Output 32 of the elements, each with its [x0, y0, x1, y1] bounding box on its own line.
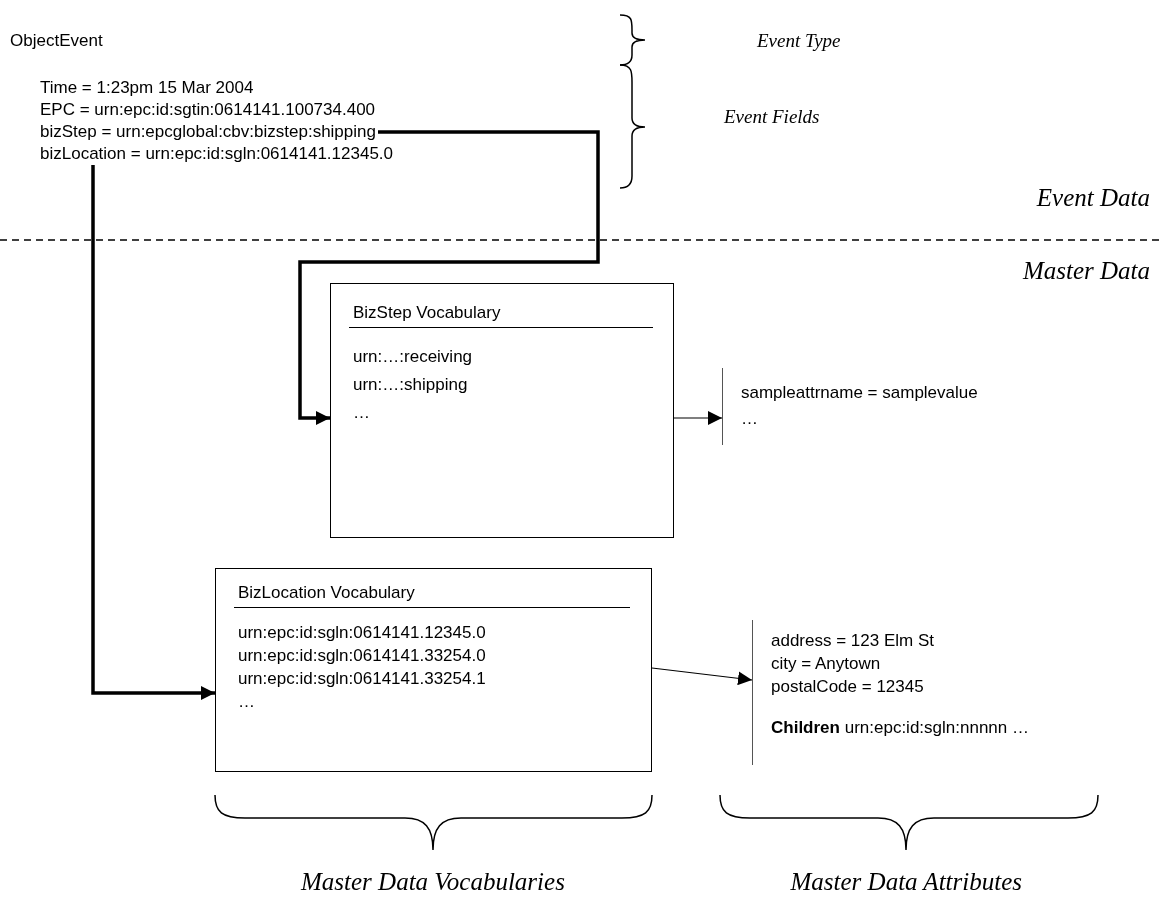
vocabulary-entry: urn:epc:id:sgln:0614141.12345.0 [238, 622, 486, 644]
attribute-text: … [741, 408, 758, 430]
section-label: Master Data [1022, 256, 1150, 286]
arrow [673, 411, 723, 425]
vocabulary-entry: urn:epc:id:sgln:0614141.33254.1 [238, 668, 486, 690]
vocabulary-entry: … [353, 402, 370, 424]
annotation-text: Event Type [757, 29, 841, 53]
group-label: Master Data Attributes [790, 867, 1022, 897]
annotation-text: Event Fields [724, 105, 820, 129]
field-text: Time = 1:23pm 15 Mar 2004 [40, 77, 254, 99]
attribute-text: city = Anytown [771, 653, 881, 675]
attribute-text: postalCode = 12345 [771, 676, 924, 698]
vocabulary-title: BizStep Vocabulary [349, 302, 653, 328]
vocabulary-entry: urn:…:shipping [353, 374, 468, 396]
vocabulary-entry: … [238, 691, 255, 713]
section-label: Event Data [1036, 183, 1150, 213]
attribute-text: sampleattrname = samplevalue [741, 382, 978, 404]
attribute-text: address = 123 Elm St [771, 630, 934, 652]
group-label: Master Data Vocabularies [301, 867, 565, 897]
vocabulary-entry: urn:…:receiving [353, 346, 473, 368]
arrow [91, 165, 215, 700]
field-text: bizLocation = urn:epc:id:sgln:0614141.12345.0 [40, 143, 394, 165]
arrow [651, 667, 753, 686]
vocabulary-entry: urn:epc:id:sgln:0614141.33254.0 [238, 645, 486, 667]
vocabulary-box [215, 568, 652, 772]
attribute-text: Children urn:epc:id:sgln:nnnnn … [771, 717, 1029, 739]
vocabulary-box [330, 283, 674, 538]
vocabulary-title: BizLocation Vocabulary [234, 582, 630, 608]
field-text: bizStep = urn:epcglobal:cbv:bizstep:shipping [40, 121, 376, 143]
event-type-text: ObjectEvent [10, 30, 103, 52]
arrow [298, 130, 600, 425]
field-text: EPC = urn:epc:id:sgtin:0614141.100734.400 [40, 99, 376, 121]
